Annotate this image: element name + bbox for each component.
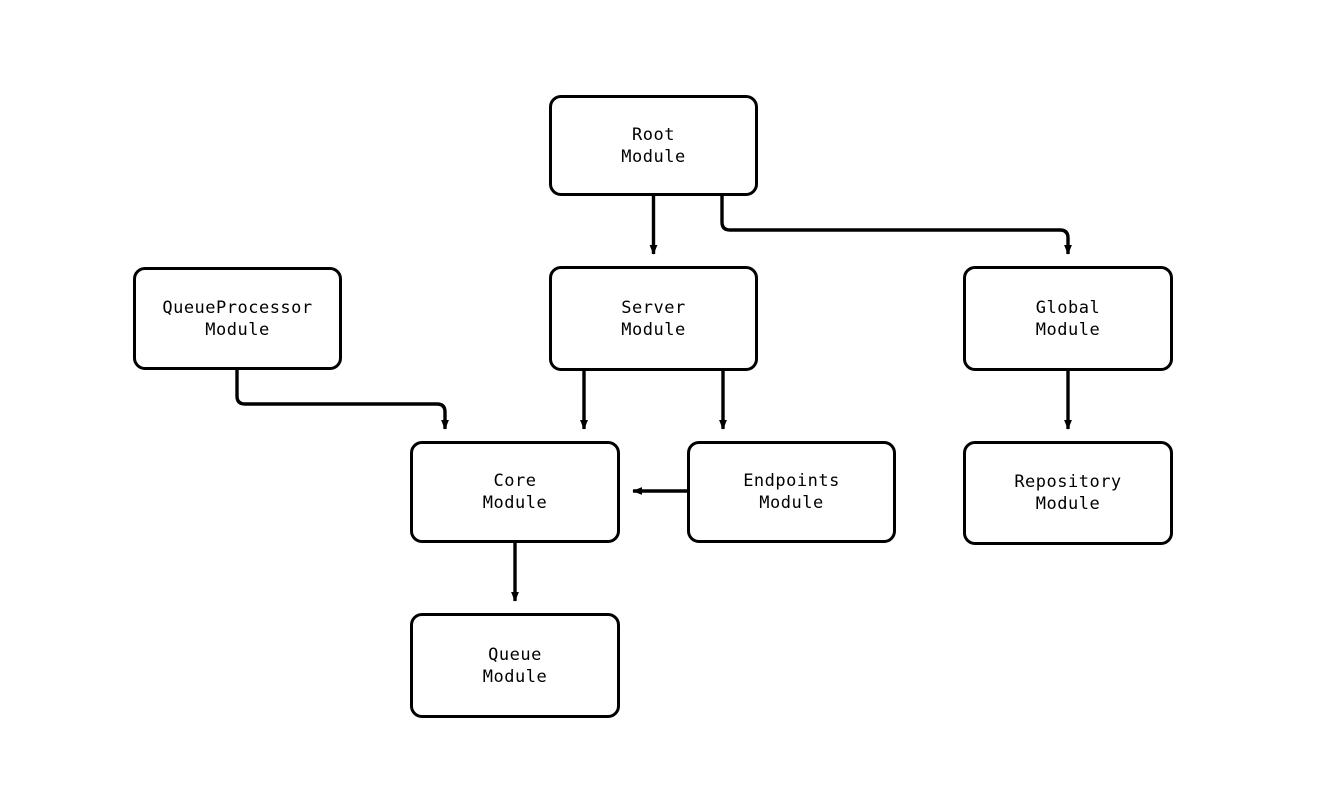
node-server-module[interactable]: Server Module <box>549 266 758 371</box>
edge-root-global <box>720 196 1072 255</box>
node-queue-module-line2: Module <box>482 666 548 687</box>
node-repository-module-line2: Module <box>1035 494 1101 514</box>
node-global-module[interactable]: Global Module <box>963 266 1173 371</box>
node-root-module-line2: Module <box>621 146 686 167</box>
node-endpoints-module-line1: Endpoints <box>743 471 840 491</box>
node-repository-module[interactable]: Repository Module <box>963 441 1173 545</box>
node-root-module[interactable]: Root Module <box>549 95 758 196</box>
node-repository-module-line1: Repository <box>1014 472 1122 492</box>
node-queueprocessor-module-line1: QueueProcessor <box>162 297 313 318</box>
node-core-module-line1: Core <box>493 471 537 491</box>
node-queueprocessor-module-line2: Module <box>205 319 270 340</box>
node-queue-module[interactable]: Queue Module <box>410 613 620 718</box>
edge-queueprocessor-core <box>235 370 449 430</box>
node-core-module[interactable]: Core Module <box>410 441 620 543</box>
node-root-module-line1: Root <box>632 124 675 145</box>
node-endpoints-module[interactable]: Endpoints Module <box>687 441 896 543</box>
node-server-module-line2: Module <box>621 319 686 340</box>
node-global-module-line2: Module <box>1035 319 1101 340</box>
node-endpoints-module-line2: Module <box>759 493 824 513</box>
node-queue-module-line1: Queue <box>488 644 542 665</box>
node-global-module-line1: Global <box>1035 297 1101 318</box>
node-server-module-line1: Server <box>621 297 686 318</box>
node-queueprocessor-module[interactable]: QueueProcessor Module <box>133 267 342 370</box>
node-core-module-line2: Module <box>482 493 548 513</box>
